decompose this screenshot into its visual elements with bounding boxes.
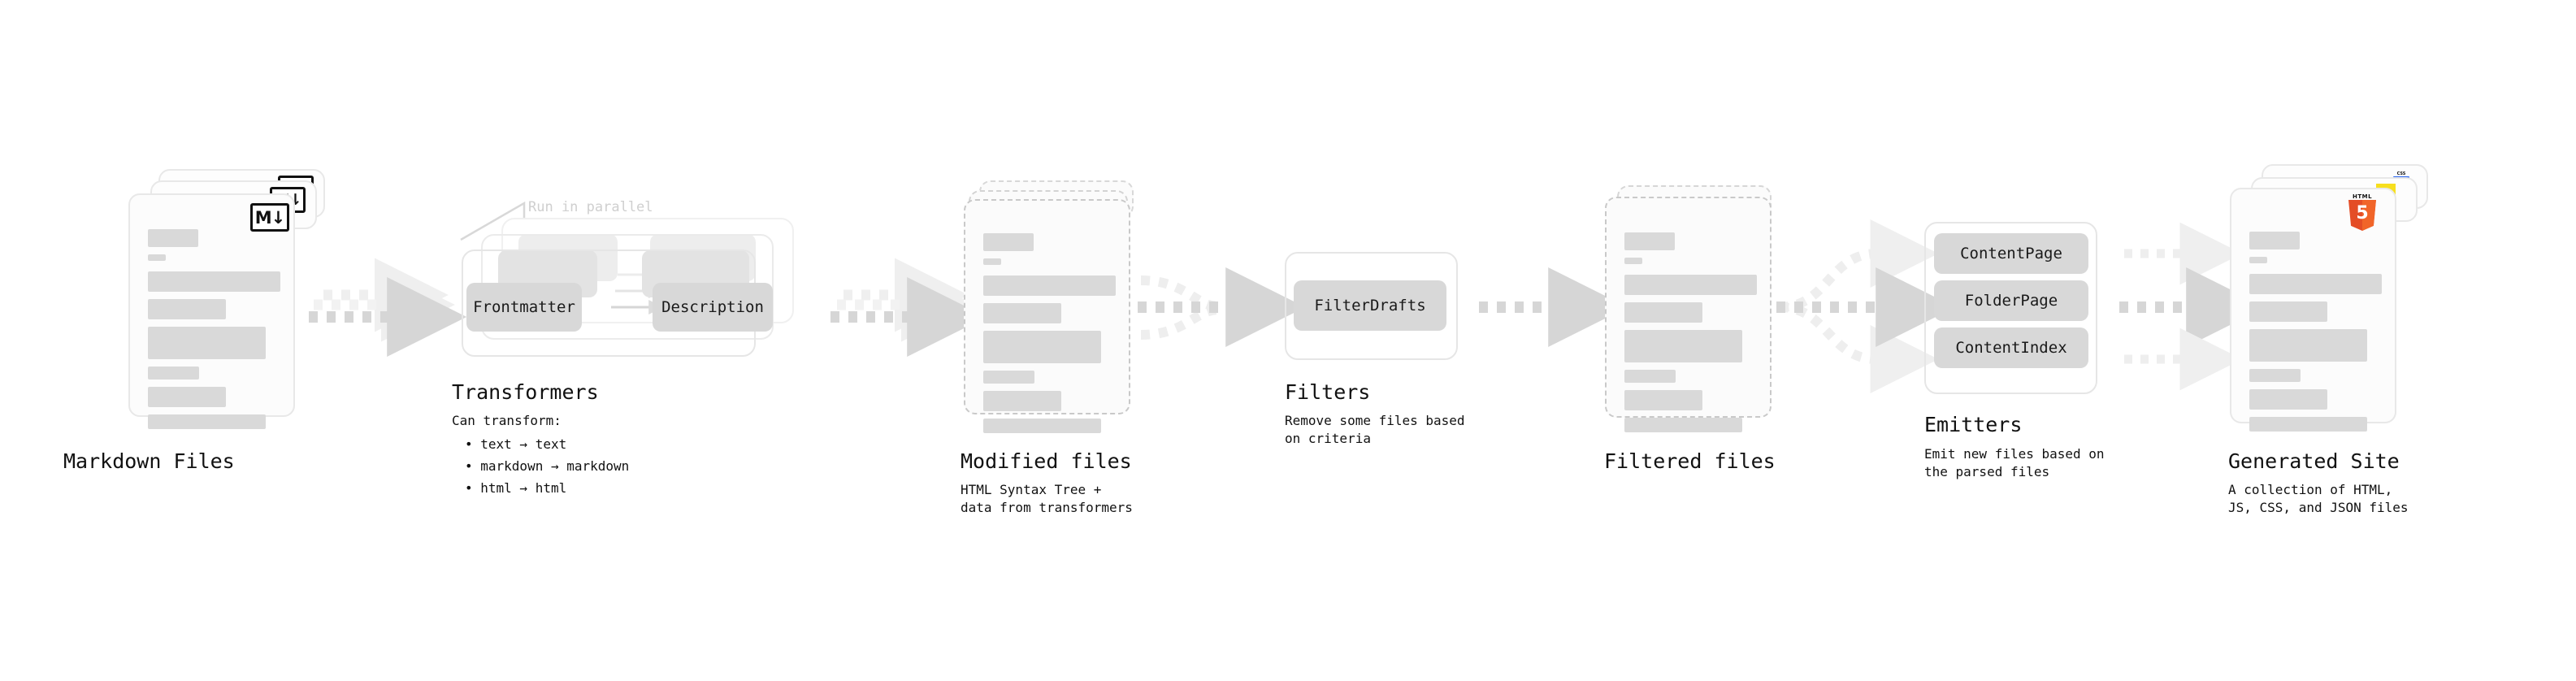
skeleton-bar	[2249, 257, 2267, 263]
stage-subtitle-emitters: Emit new files based on the parsed files	[1924, 446, 2105, 479]
emitters-pill-contentindex[interactable]: ContentIndex	[1934, 327, 2088, 368]
html5-icon-shield: 5	[2348, 200, 2376, 231]
skeleton-bar	[2249, 369, 2301, 382]
transformers-bullet-2: • html → html	[465, 480, 567, 496]
skeleton-bar	[983, 391, 1061, 411]
skeleton-bar	[983, 303, 1061, 323]
filters-group	[1285, 252, 1458, 360]
stage-title-filtered-files: Filtered files	[1604, 449, 1776, 473]
modified-card-front	[964, 199, 1130, 433]
skeleton-bar	[1624, 302, 1702, 323]
emitters-pill-folderpage[interactable]: FolderPage	[1934, 280, 2088, 321]
stage-title-generated-site: Generated Site	[2228, 449, 2400, 473]
skeleton-bar	[148, 299, 226, 319]
transformer-pill-description[interactable]: Description	[653, 283, 773, 332]
stage-subtitle-filters: Remove some files based on criteria	[1285, 413, 1465, 446]
stage-title-markdown-files: Markdown Files	[63, 449, 235, 473]
stage-title-filters: Filters	[1285, 380, 1371, 404]
run-in-parallel-hint: Run in parallel	[528, 199, 653, 215]
skeleton-bar	[148, 327, 266, 359]
skeleton-bar	[148, 387, 226, 407]
skeleton-bar	[2249, 417, 2367, 432]
markdown-icon: M↓	[250, 203, 289, 232]
html5-icon-digit: 5	[2356, 203, 2369, 223]
connector-md-to-transformers	[309, 258, 467, 357]
transformers-bullet-0: • text → text	[465, 436, 567, 452]
filtered-card-skeleton	[1624, 232, 1757, 440]
site-card-front	[2230, 188, 2396, 432]
transformer-pill-frontmatter[interactable]: Frontmatter	[466, 283, 582, 332]
filtered-card-front	[1605, 197, 1772, 432]
skeleton-bar	[1624, 275, 1757, 295]
site-card-skeleton	[2249, 232, 2382, 439]
css3-icon-label: CSS	[2396, 171, 2406, 176]
skeleton-bar	[2249, 232, 2300, 249]
skeleton-bar	[1624, 390, 1702, 410]
skeleton-bar	[2249, 389, 2327, 410]
markdown-card-skeleton	[148, 229, 280, 436]
html5-icon: HTML 5	[2348, 193, 2376, 231]
skeleton-bar	[983, 258, 1001, 265]
connector-transformers-to-modified	[830, 258, 987, 357]
skeleton-bar	[1624, 418, 1742, 432]
skeleton-bar	[983, 419, 1101, 433]
stage-title-emitters: Emitters	[1924, 413, 2023, 436]
skeleton-bar	[1624, 370, 1676, 383]
emitters-group	[1924, 222, 2097, 394]
skeleton-bar	[983, 331, 1101, 363]
skeleton-bar	[1624, 330, 1742, 362]
skeleton-bar	[148, 367, 199, 380]
stage-subtitle-transformers: Can transform:	[452, 413, 562, 428]
modified-card-skeleton	[983, 233, 1116, 440]
skeleton-bar	[148, 229, 198, 247]
connector-emitters-to-site	[2119, 222, 2266, 391]
skeleton-bar	[983, 233, 1034, 251]
skeleton-bar	[1624, 258, 1642, 264]
connector-filtered-to-emitters	[1776, 219, 1956, 393]
filters-pill-filterdrafts[interactable]: FilterDrafts	[1294, 280, 1446, 331]
skeleton-bar	[1624, 232, 1675, 250]
stage-subtitle-modified-files: HTML Syntax Tree + data from transformer…	[961, 482, 1133, 515]
emitters-pill-contentpage[interactable]: ContentPage	[1934, 233, 2088, 274]
skeleton-bar	[148, 254, 166, 261]
stage-title-transformers: Transformers	[452, 380, 599, 404]
transformers-bullet-1: • markdown → markdown	[465, 458, 630, 474]
skeleton-bar	[2249, 301, 2327, 322]
connector-modified-to-filters	[1138, 267, 1306, 347]
skeleton-bar	[148, 271, 280, 292]
skeleton-bar	[148, 414, 266, 429]
html5-icon-label: HTML	[2352, 193, 2373, 200]
skeleton-bar	[983, 275, 1116, 296]
stage-subtitle-generated-site: A collection of HTML, JS, CSS, and JSON …	[2228, 482, 2409, 515]
stage-title-modified-files: Modified files	[961, 449, 1132, 473]
skeleton-bar	[2249, 274, 2382, 294]
skeleton-bar	[983, 371, 1034, 384]
skeleton-bar	[2249, 329, 2367, 362]
